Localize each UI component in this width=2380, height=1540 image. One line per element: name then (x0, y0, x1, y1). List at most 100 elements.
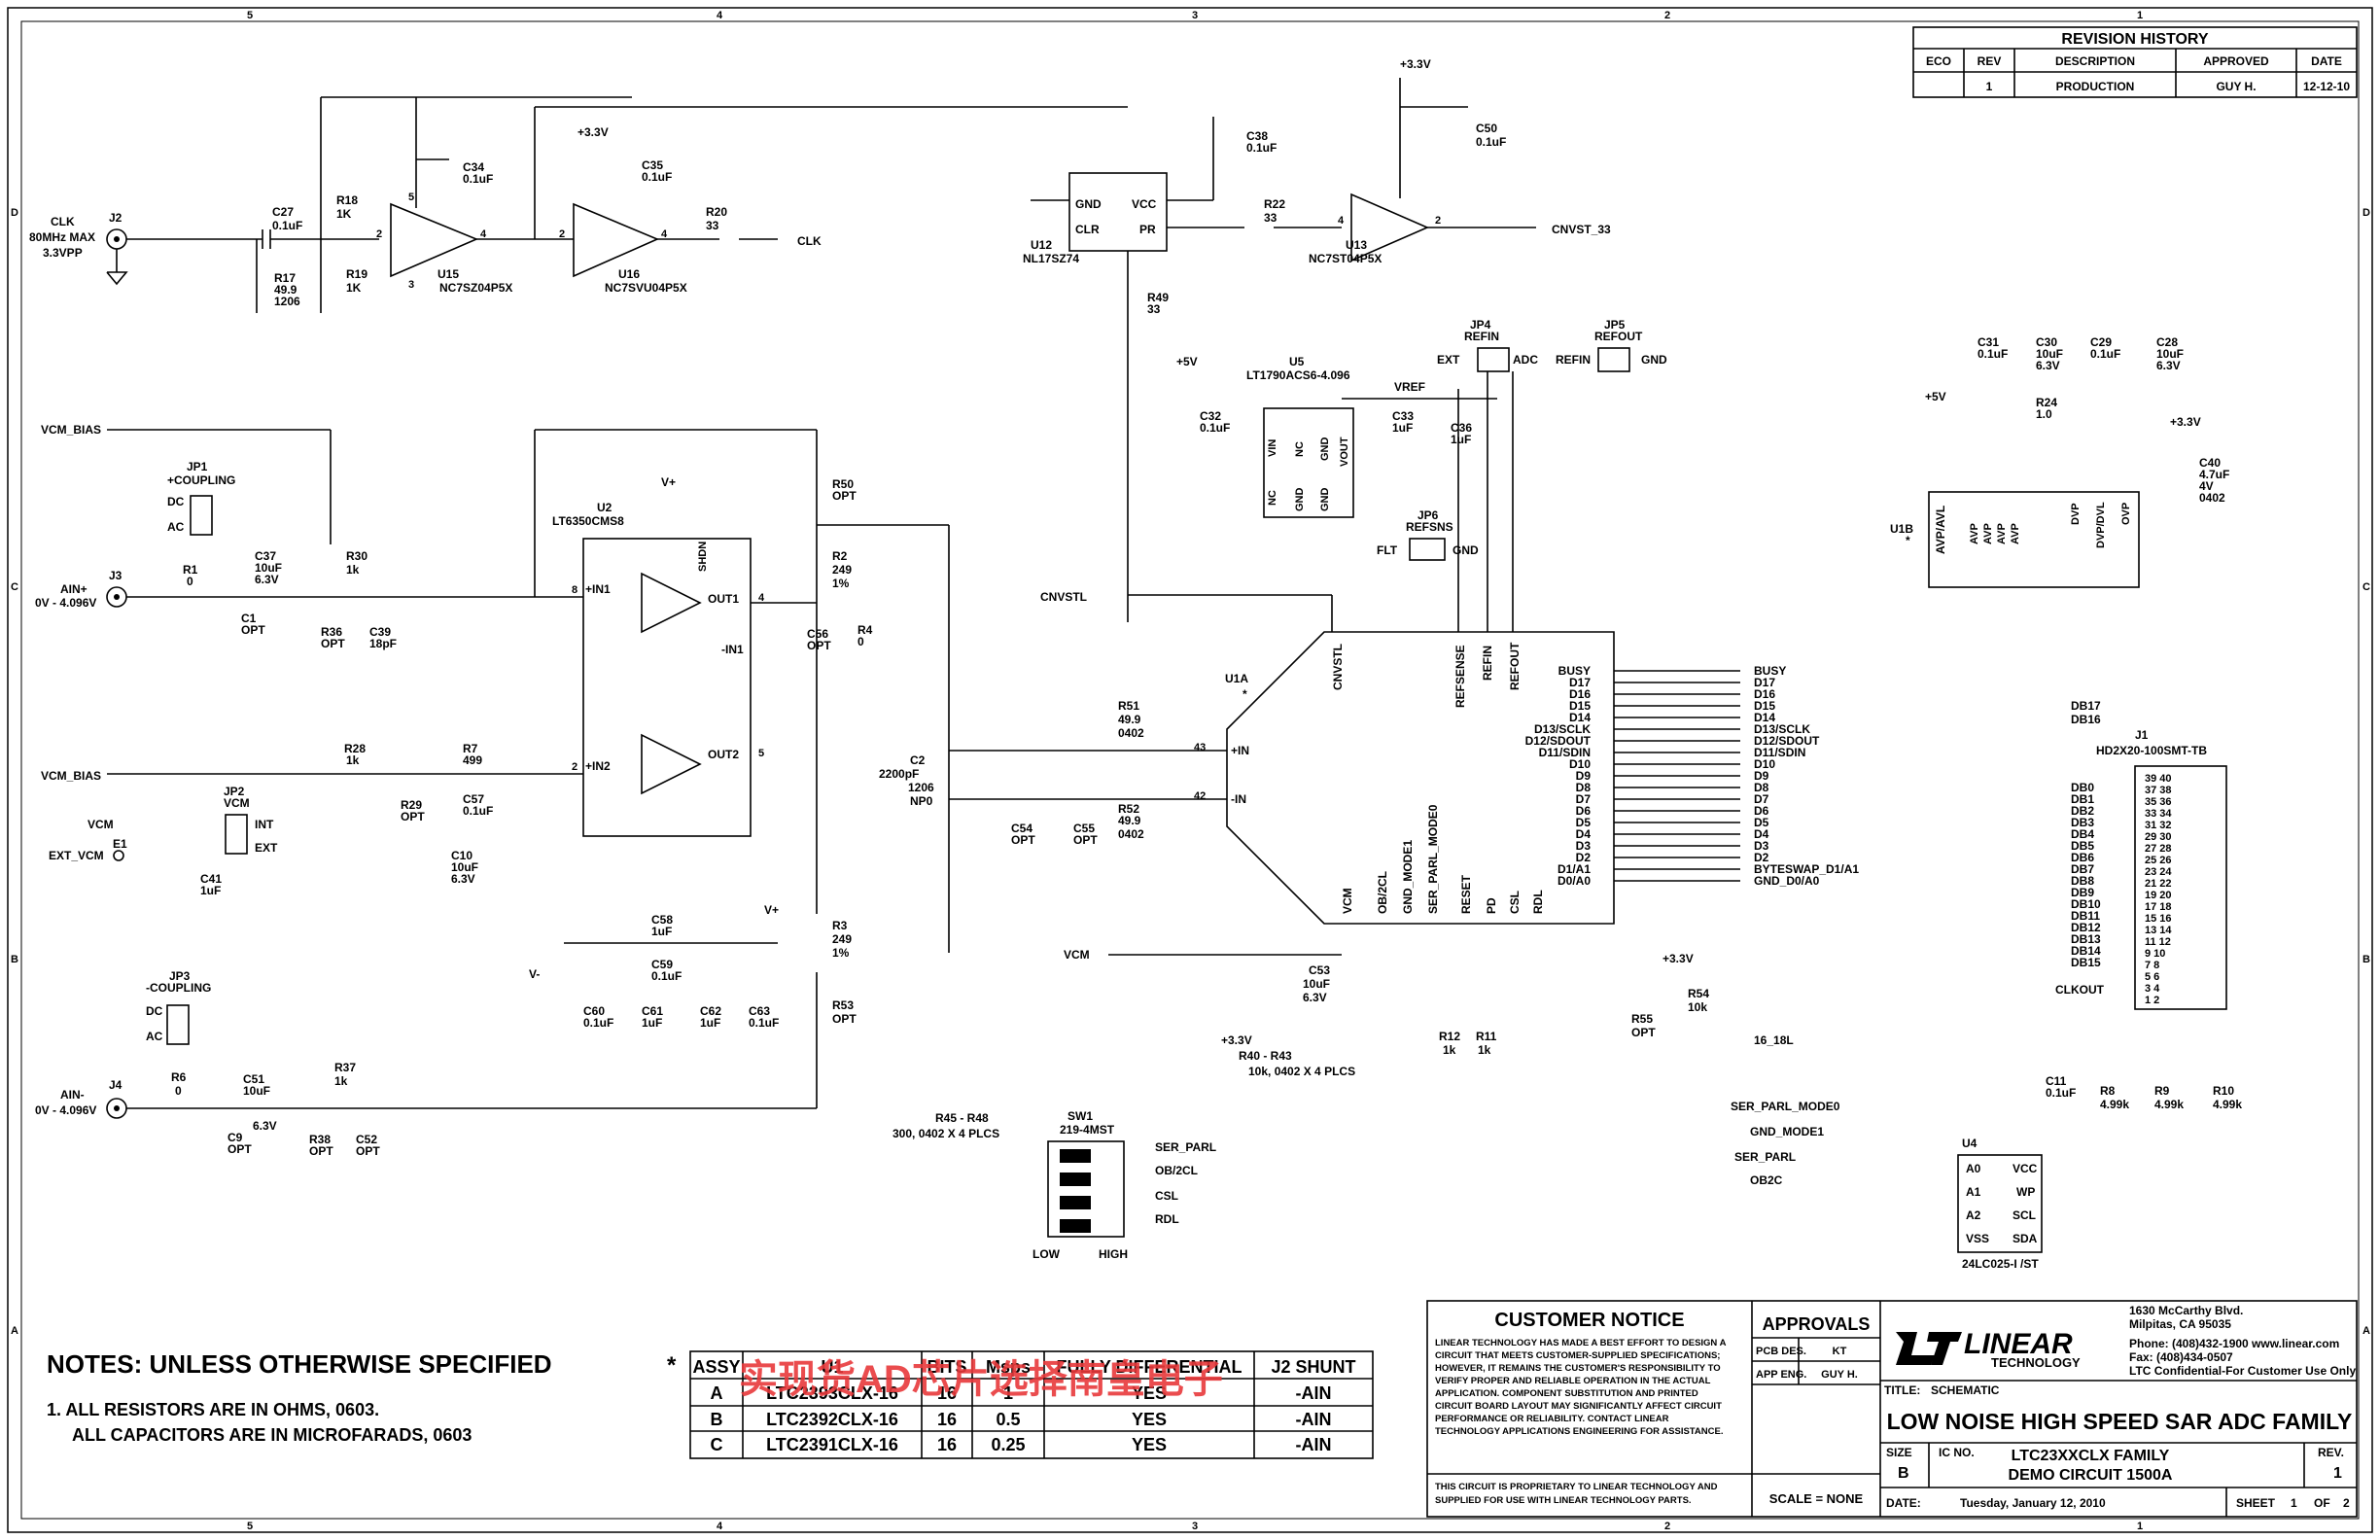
svg-text:10k, 0402 X 4 PLCS: 10k, 0402 X 4 PLCS (1248, 1065, 1355, 1078)
svg-text:D9: D9 (1576, 769, 1592, 783)
svg-text:R30: R30 (346, 549, 368, 563)
svg-text:0.25: 0.25 (991, 1435, 1025, 1454)
svg-text:LINEAR: LINEAR (1964, 1328, 2073, 1360)
svg-text:GND: GND (1452, 543, 1479, 557)
svg-text:5: 5 (408, 192, 414, 203)
svg-text:249: 249 (832, 563, 852, 577)
zone-col: 2 (1664, 10, 1670, 21)
svg-text:0402: 0402 (1118, 726, 1144, 740)
svg-text:OB/2CL: OB/2CL (1376, 871, 1389, 914)
svg-text:SER_PARL: SER_PARL (1155, 1140, 1216, 1154)
zone-col: 5 (247, 1521, 253, 1532)
svg-text:1uF: 1uF (1392, 421, 1413, 435)
zone-row: B (2362, 954, 2370, 965)
svg-text:D2: D2 (1576, 851, 1592, 864)
svg-text:2: 2 (2343, 1496, 2350, 1510)
svg-text:D5: D5 (1754, 816, 1769, 829)
svg-text:SER_PARL: SER_PARL (1734, 1150, 1796, 1164)
svg-text:SCHEMATIC: SCHEMATIC (1931, 1383, 2000, 1397)
svg-text:4.99k: 4.99k (2100, 1098, 2129, 1111)
svg-text:D1/A1: D1/A1 (1558, 862, 1591, 876)
svg-text:49.9: 49.9 (1118, 814, 1141, 827)
svg-text:+3.3V: +3.3V (578, 125, 609, 139)
svg-text:VSS: VSS (1966, 1232, 1989, 1245)
svg-text:NP0: NP0 (910, 794, 933, 808)
svg-text:B: B (1898, 1465, 1909, 1482)
svg-text:D16: D16 (1569, 687, 1591, 701)
svg-text:AVP: AVP (1996, 523, 2008, 544)
svg-text:APPLICATION. COMPONENT SUBSTIT: APPLICATION. COMPONENT SUBSTITUTION AND … (1435, 1388, 1698, 1399)
svg-text:R37: R37 (334, 1061, 356, 1074)
svg-text:4V: 4V (2199, 479, 2214, 493)
svg-text:AC: AC (167, 520, 185, 534)
svg-text:VOUT: VOUT (1339, 437, 1350, 467)
svg-text:+3.3V: +3.3V (1221, 1033, 1252, 1047)
svg-text:D13/SCLK: D13/SCLK (1754, 722, 1810, 736)
svg-text:2200pF: 2200pF (879, 767, 919, 781)
svg-text:33: 33 (706, 219, 719, 232)
svg-text:1: 1 (1003, 1383, 1013, 1403)
svg-text:EXT_VCM: EXT_VCM (49, 849, 104, 862)
svg-text:6.3V: 6.3V (451, 872, 475, 886)
zone-col: 4 (717, 1521, 723, 1532)
svg-text:NC: NC (1267, 490, 1278, 506)
svg-text:SW1: SW1 (1068, 1109, 1093, 1123)
svg-text:INT: INT (255, 818, 274, 831)
svg-text:R11: R11 (1476, 1030, 1497, 1043)
svg-text:R8: R8 (2100, 1084, 2116, 1098)
svg-text:C58: C58 (651, 913, 673, 927)
svg-text:+3.3V: +3.3V (1662, 952, 1694, 965)
svg-text:U12: U12 (1031, 238, 1052, 252)
svg-text:HD2X20-100SMT-TB: HD2X20-100SMT-TB (2096, 744, 2207, 757)
svg-text:49.9: 49.9 (274, 283, 298, 297)
zone-row: C (11, 581, 18, 593)
svg-text:AVP: AVP (1982, 523, 1994, 544)
svg-text:U2: U2 (597, 501, 612, 514)
svg-text:D7: D7 (1754, 792, 1769, 806)
svg-text:0.1uF: 0.1uF (1476, 135, 1506, 149)
svg-text:CIRCUIT THAT MEETS CUSTOMER-SU: CIRCUIT THAT MEETS CUSTOMER-SUPPLIED SPE… (1435, 1350, 1720, 1361)
svg-text:A1: A1 (1966, 1185, 1981, 1199)
svg-text:SCL: SCL (2012, 1208, 2036, 1222)
svg-text:SDA: SDA (2012, 1232, 2038, 1245)
svg-text:2: 2 (572, 761, 578, 773)
svg-text:DB11: DB11 (2071, 909, 2100, 923)
svg-text:C53: C53 (1309, 963, 1330, 977)
svg-text:C28: C28 (2156, 335, 2178, 349)
svg-text:1uF: 1uF (200, 884, 221, 897)
svg-text:AVP: AVP (1969, 523, 1980, 544)
svg-text:0.1uF: 0.1uF (642, 170, 672, 184)
svg-text:D8: D8 (1754, 781, 1769, 794)
svg-text:D15: D15 (1569, 699, 1591, 713)
notes-heading: NOTES: UNLESS OTHERWISE SPECIFIED (47, 1349, 552, 1379)
svg-text:PCB DES.: PCB DES. (1756, 1346, 1806, 1357)
svg-text:R2: R2 (832, 549, 848, 563)
svg-text:23 24: 23 24 (2145, 866, 2172, 878)
svg-text:R18: R18 (336, 193, 358, 207)
svg-text:YES: YES (1132, 1410, 1167, 1429)
control-section: +3.3V R40 - R43 10k, 0402 X 4 PLCS R45 -… (892, 952, 1840, 1261)
svg-text:R49: R49 (1147, 291, 1169, 304)
svg-text:GND_D0/A0: GND_D0/A0 (1754, 874, 1820, 888)
svg-text:REFOUT: REFOUT (1594, 330, 1643, 343)
svg-text:ADC: ADC (1513, 353, 1538, 367)
svg-text:DB4: DB4 (2071, 827, 2094, 841)
svg-text:AC: AC (146, 1030, 163, 1043)
svg-text:16: 16 (937, 1383, 957, 1403)
svg-text:10uF: 10uF (451, 860, 478, 874)
svg-text:3 4: 3 4 (2145, 983, 2160, 995)
svg-text:C29: C29 (2090, 335, 2112, 349)
svg-text:4: 4 (480, 228, 487, 240)
svg-text:6.3V: 6.3V (1303, 991, 1327, 1004)
svg-text:REV: REV (1978, 54, 2002, 68)
svg-text:27 28: 27 28 (2145, 843, 2172, 855)
svg-text:0402: 0402 (1118, 827, 1144, 841)
svg-text:OPT: OPT (228, 1142, 252, 1156)
svg-text:E1: E1 (113, 837, 127, 851)
svg-text:FLT: FLT (1377, 543, 1398, 557)
svg-text:4.7uF: 4.7uF (2199, 468, 2229, 481)
zone-col: 3 (1192, 10, 1198, 21)
svg-text:Tuesday, January 12, 2010: Tuesday, January 12, 2010 (1960, 1496, 2106, 1510)
svg-text:GND: GND (1075, 197, 1102, 211)
